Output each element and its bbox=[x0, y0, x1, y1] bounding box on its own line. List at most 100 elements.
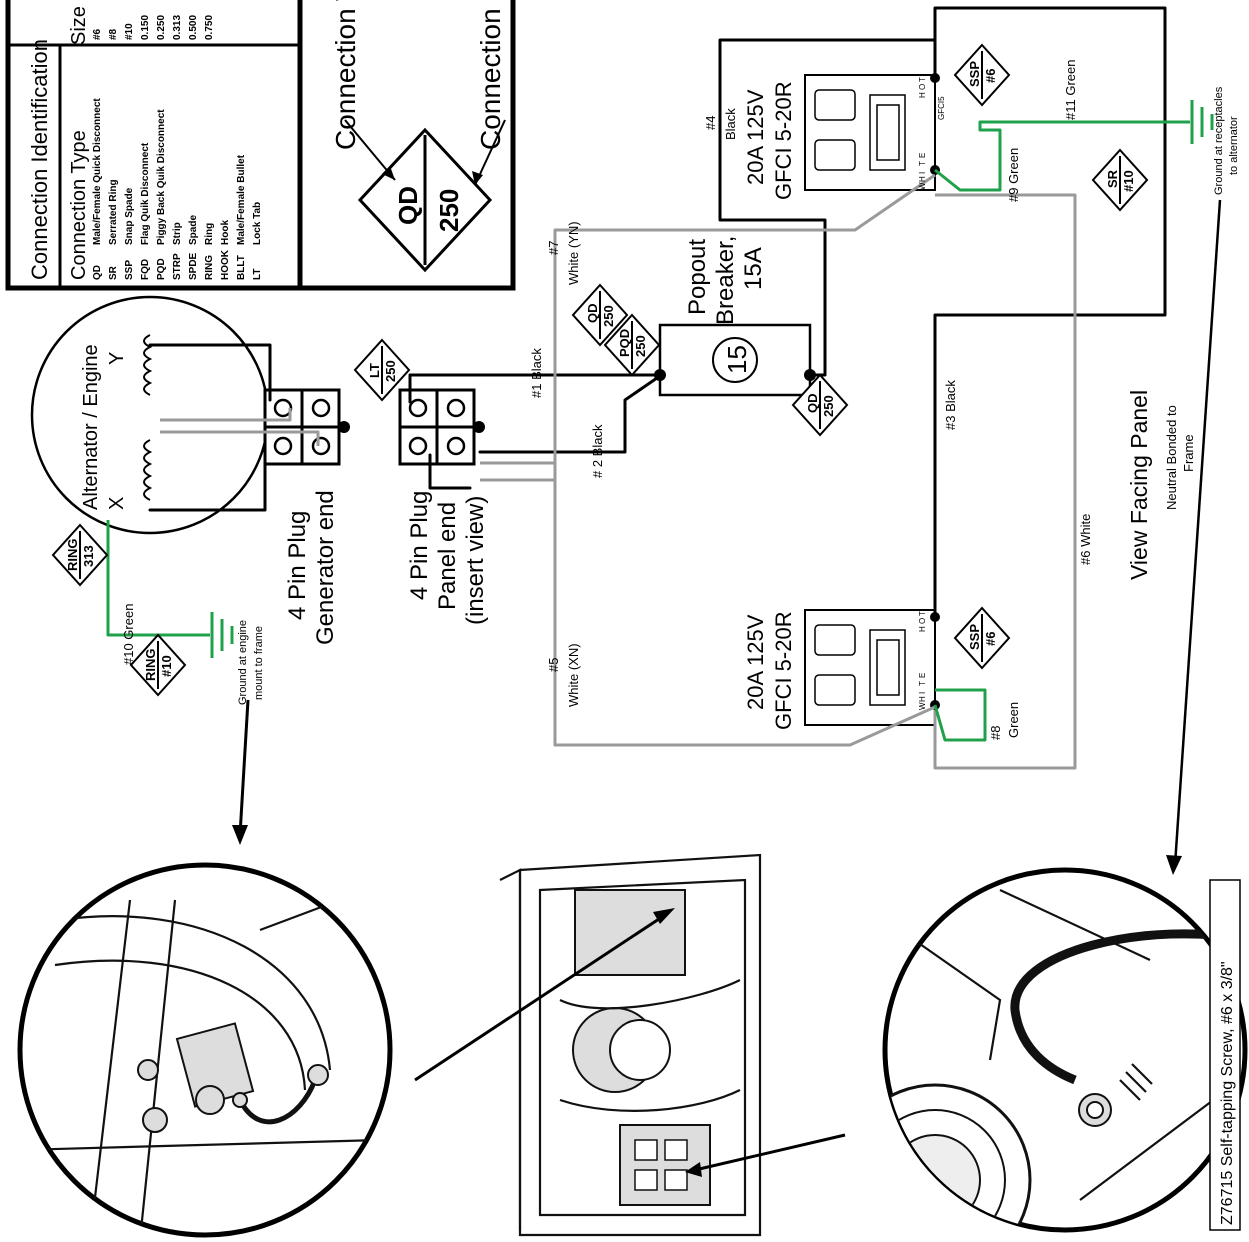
svg-text:GFCI 5-20R: GFCI 5-20R bbox=[771, 81, 796, 200]
svg-text:#9 Green: #9 Green bbox=[1006, 148, 1021, 202]
svg-text:#3 Black: #3 Black bbox=[943, 380, 958, 430]
legend-size: 0.250 bbox=[156, 15, 167, 40]
svg-text:Breaker,: Breaker, bbox=[712, 236, 739, 325]
legend-type-desc: Piggy Back Quik Disconnect bbox=[156, 109, 167, 245]
legend-size-list: #6 #8 #10 0.150 0.250 0.313 0.500 0.750 bbox=[92, 15, 215, 40]
svg-text:(insert view): (insert view) bbox=[462, 496, 489, 625]
svg-text:Panel end: Panel end bbox=[434, 502, 461, 610]
wire-9 bbox=[934, 120, 1190, 192]
legend-size: 0.150 bbox=[140, 15, 151, 40]
legend-type-desc: Flag Quik Disconnect bbox=[140, 142, 151, 245]
legend-type-code: RING bbox=[204, 255, 215, 280]
svg-text:SR: SR bbox=[1105, 169, 1120, 188]
legend-type-code: LT bbox=[252, 269, 263, 280]
svg-text:H: H bbox=[918, 92, 927, 98]
svg-text:Popout: Popout bbox=[684, 239, 711, 315]
legend-type-code: SSP bbox=[124, 260, 135, 280]
legend-size: 0.500 bbox=[188, 15, 199, 40]
ground-symbol-engine bbox=[210, 612, 234, 658]
legend-type-code: SPDE bbox=[188, 252, 199, 280]
legend-type-code: SR bbox=[108, 265, 119, 280]
legend-type-code: STRP bbox=[172, 253, 183, 280]
svg-text:SSP: SSP bbox=[967, 61, 982, 87]
svg-text:250: 250 bbox=[821, 395, 836, 417]
svg-text:#8: #8 bbox=[988, 726, 1003, 740]
legend-size-header: Size bbox=[68, 6, 90, 45]
ground-symbol-receptacle bbox=[1190, 100, 1214, 144]
svg-text:O: O bbox=[918, 618, 927, 624]
legend-size: #8 bbox=[108, 28, 119, 40]
svg-text:T: T bbox=[918, 681, 927, 686]
svg-text:I: I bbox=[918, 172, 927, 174]
wire-3 bbox=[933, 6, 1167, 617]
svg-text:T: T bbox=[918, 611, 927, 616]
legend-type-code: QD bbox=[92, 265, 103, 280]
svg-text:LT: LT bbox=[367, 363, 382, 378]
svg-text:QD: QD bbox=[805, 394, 820, 414]
legend-size: 0.313 bbox=[172, 15, 183, 40]
alternator-label: Alternator / Engine bbox=[80, 344, 102, 510]
wire-8 bbox=[933, 688, 987, 742]
legend-size: #10 bbox=[124, 23, 135, 40]
gfci-receptacle-bottom: 20A 125V GFCI 5-20R bbox=[743, 609, 940, 730]
plug-generator-end: 4 Pin Plug Generator end bbox=[263, 388, 350, 645]
wire-6 bbox=[933, 193, 1077, 770]
svg-text:H: H bbox=[918, 176, 927, 182]
alternator: Alternator / Engine X Y bbox=[30, 295, 270, 535]
legend-type-desc: Snap Spade bbox=[124, 187, 135, 245]
svg-text:Frame: Frame bbox=[1181, 434, 1196, 472]
svg-text:O: O bbox=[918, 84, 927, 90]
svg-text:Generator end: Generator end bbox=[312, 490, 339, 645]
svg-text:#10 Green: #10 Green bbox=[121, 604, 136, 665]
svg-text:#6 White: #6 White bbox=[1078, 514, 1093, 565]
legend-type-desc: Hook bbox=[220, 220, 231, 245]
svg-text:#6: #6 bbox=[983, 69, 998, 83]
connection-legend: Connection Identification Connection Typ… bbox=[5, 0, 516, 291]
legend-type-code: HOOK bbox=[220, 249, 231, 280]
legend-type-desc: Male/Female Bullet bbox=[236, 154, 247, 245]
svg-text:#7: #7 bbox=[546, 241, 561, 255]
svg-text:#10: #10 bbox=[159, 655, 174, 677]
legend-type-desc: Male/Female Quick Disconnect bbox=[92, 98, 103, 245]
legend-type-desc: Spade bbox=[188, 215, 199, 245]
legend-type-code: FQD bbox=[140, 259, 151, 280]
svg-text:T: T bbox=[918, 161, 927, 166]
svg-text:QD: QD bbox=[585, 304, 600, 324]
legend-title: Connection Identification bbox=[27, 39, 52, 280]
svg-text:E: E bbox=[918, 153, 927, 158]
plug-panel-end: 4 Pin Plug Panel end (insert view) bbox=[398, 388, 489, 625]
legend-type-code: BLLT bbox=[236, 255, 247, 280]
svg-text:4 Pin Plug: 4 Pin Plug bbox=[284, 511, 311, 620]
wire-5 bbox=[480, 461, 936, 747]
legend-type-desc: Lock Tab bbox=[252, 202, 263, 245]
svg-text:I: I bbox=[918, 692, 927, 694]
svg-text:Black: Black bbox=[723, 108, 738, 140]
svg-text:15: 15 bbox=[722, 345, 752, 374]
legend-size: 0.750 bbox=[204, 15, 215, 40]
legend-size: #6 bbox=[92, 28, 103, 40]
svg-text:250: 250 bbox=[601, 305, 616, 327]
svg-text:H: H bbox=[918, 696, 927, 702]
svg-text:#5: #5 bbox=[546, 658, 561, 672]
svg-text:20A 125V: 20A 125V bbox=[743, 89, 768, 185]
legend-type-code: PQD bbox=[156, 258, 167, 280]
svg-text:Green: Green bbox=[1006, 702, 1021, 738]
svg-text:GFCI5: GFCI5 bbox=[937, 96, 946, 120]
svg-text:Ground at receptacles: Ground at receptacles bbox=[1213, 86, 1225, 195]
svg-text:#10: #10 bbox=[1121, 170, 1136, 192]
key-type-label: Connection Type bbox=[330, 0, 361, 150]
svg-text:H: H bbox=[918, 626, 927, 632]
svg-text:W: W bbox=[918, 702, 927, 710]
wire-2 bbox=[478, 376, 659, 454]
tag-ssp6_bottom: SSP#6 bbox=[953, 606, 1011, 670]
svg-text:250: 250 bbox=[633, 335, 648, 357]
svg-text:20A 125V: 20A 125V bbox=[743, 614, 768, 710]
svg-text:Y: Y bbox=[106, 352, 128, 365]
detail-receptacle-ground bbox=[882, 867, 1248, 1233]
